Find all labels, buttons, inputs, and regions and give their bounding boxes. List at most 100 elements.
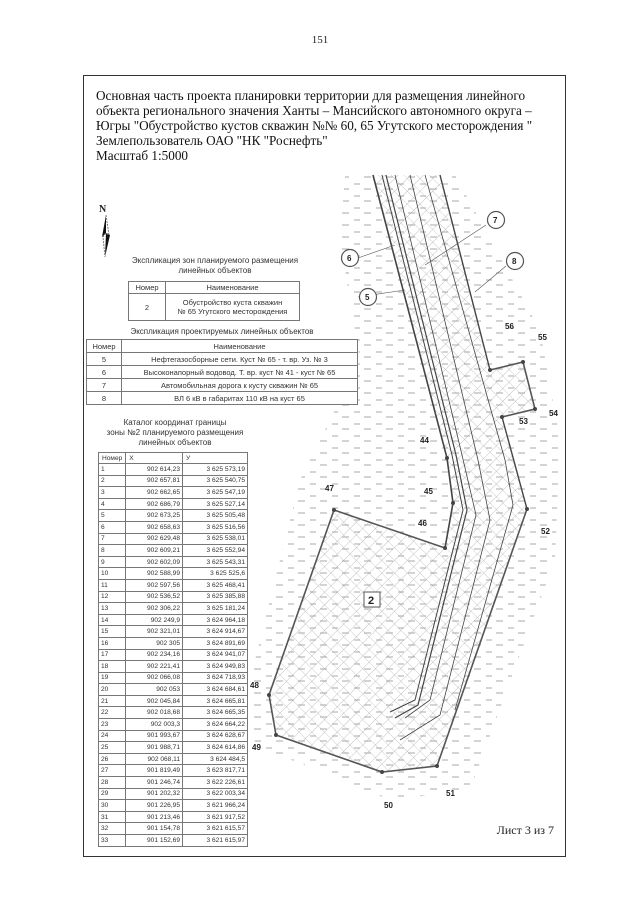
cell-y: 3 621 917,52 xyxy=(182,810,248,824)
cell-x: 902 686,79 xyxy=(125,497,184,511)
cell-x: 902 536,52 xyxy=(125,590,184,604)
cell-y: 3 625 573,19 xyxy=(182,463,248,476)
cell-number: 6 xyxy=(86,365,122,379)
point-labels: 44 45 46 47 48 49 50 51 52 53 54 55 56 xyxy=(250,322,558,810)
cell-x: 901 152,69 xyxy=(125,834,184,847)
catalog-caption: Каталог координат границы зоны №2 планир… xyxy=(90,418,260,448)
name-line: № 65 Угутского месторождения xyxy=(177,307,288,316)
cell-number: 23 xyxy=(97,718,127,731)
cell-number: 22 xyxy=(97,706,127,720)
cell-number: 29 xyxy=(97,787,127,801)
cell-y: 3 622 003,34 xyxy=(182,787,248,801)
cell-y: 3 622 226,61 xyxy=(182,776,248,789)
cell-number: 10 xyxy=(97,567,127,580)
cell-y: 3 621 615,97 xyxy=(182,834,248,847)
point-label: 56 xyxy=(505,322,514,331)
header-number: Номер xyxy=(86,339,122,353)
cell-y: 3 625 525,6 xyxy=(182,567,248,580)
header-number: Номер xyxy=(128,281,166,294)
cell-x: 902 597,56 xyxy=(125,578,184,592)
north-label: N xyxy=(99,204,107,215)
cell-number: 30 xyxy=(97,799,127,812)
object-callouts: 5 6 7 8 xyxy=(340,210,525,307)
header-name: Наименование xyxy=(165,281,300,294)
cell-x: 902 306,22 xyxy=(125,602,184,615)
cell-x: 901 246,74 xyxy=(125,776,184,789)
caption-line: линейных объектов xyxy=(138,438,212,447)
point-label: 45 xyxy=(424,487,433,496)
cell-y: 3 625 540,75 xyxy=(182,474,248,488)
point-label: 47 xyxy=(325,484,334,493)
callout-7: 7 xyxy=(493,216,498,225)
zone-2-label: 2 xyxy=(363,591,381,608)
cell-y: 3 625 552,94 xyxy=(182,544,248,557)
corridor-lines xyxy=(372,174,528,741)
scale-label: Масштаб 1:5000 xyxy=(96,148,189,163)
cell-name: Высоконапорный водовод. Т. вр. куст № 41… xyxy=(121,365,358,379)
header-y: У xyxy=(182,452,248,464)
cell-x: 902 305 xyxy=(125,636,184,650)
cell-number: 19 xyxy=(97,671,127,685)
cell-x: 902 068,11 xyxy=(125,752,184,766)
cell-number: 4 xyxy=(97,497,127,511)
cell-number: 7 xyxy=(86,378,122,392)
cell-y: 3 621 615,57 xyxy=(182,822,248,835)
cell-y: 3 624 949,83 xyxy=(182,660,248,673)
cell-y: 3 624 665,35 xyxy=(182,706,248,720)
cell-y: 3 624 614,86 xyxy=(182,741,248,754)
cell-number: 15 xyxy=(97,625,127,638)
point-label: 53 xyxy=(519,417,528,426)
cell-number: 33 xyxy=(97,834,127,847)
callout-5: 5 xyxy=(365,293,370,302)
cell-y: 3 624 718,93 xyxy=(182,671,248,685)
cell-number: 26 xyxy=(97,752,127,766)
cell-x: 902 018,68 xyxy=(125,706,184,720)
page-number: 151 xyxy=(311,34,329,46)
point-label: 49 xyxy=(252,743,261,752)
cell-x: 902 234,16 xyxy=(125,648,184,662)
cell-x: 901 202,32 xyxy=(125,787,184,801)
point-label: 51 xyxy=(446,789,455,798)
title-line: Югры "Обустройство кустов скважин №№ 60,… xyxy=(96,118,533,133)
cell-number: 18 xyxy=(97,660,127,673)
cell-x: 902 609,21 xyxy=(125,544,184,557)
point-label: 44 xyxy=(420,436,429,445)
cell-y: 3 625 516,56 xyxy=(182,520,248,534)
header-number: Номер xyxy=(97,452,127,464)
cell-number: 9 xyxy=(97,555,127,569)
sheet-label: Лист 3 из 7 xyxy=(496,823,554,837)
cell-y: 3 624 628,67 xyxy=(182,729,248,743)
point-label: 46 xyxy=(418,519,427,528)
cell-x: 902 003,3 xyxy=(125,718,184,731)
cell-number: 13 xyxy=(97,602,127,615)
cell-number: 8 xyxy=(86,391,122,405)
cell-name: Нефтегазосборные сети. Куст № 65 - т. вр… xyxy=(121,352,358,366)
caption-line: зоны №2 планируемого размещения xyxy=(106,428,244,437)
cell-y: 3 625 547,19 xyxy=(182,486,248,499)
cell-name: Автомобильная дорога к кусту скважин № 6… xyxy=(121,378,358,392)
